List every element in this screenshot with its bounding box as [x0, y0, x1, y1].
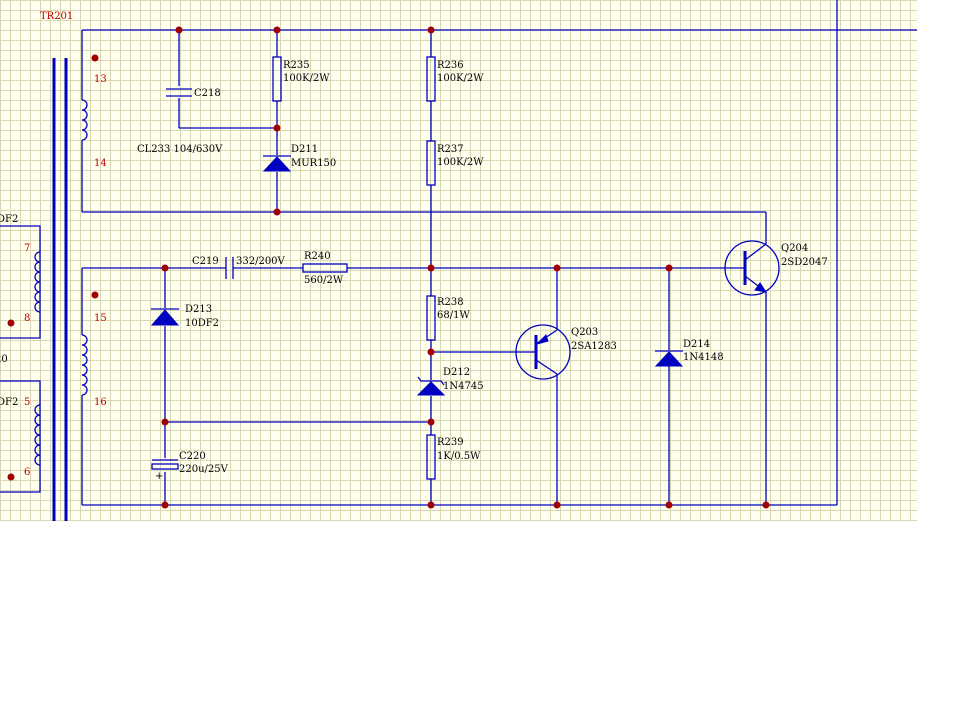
- winding-7-8: [34, 251, 41, 313]
- capacitor-c220: [151, 459, 179, 470]
- r237-ref: R237: [437, 144, 464, 155]
- d211-ref: D211: [291, 144, 318, 155]
- c220-value: 220u/25V: [179, 464, 229, 475]
- transformer-ref: TR201: [40, 11, 73, 22]
- cl233-label: CL233 104/630V: [137, 144, 223, 155]
- r240-value: 560/2W: [304, 275, 344, 286]
- diode-d213: [150, 308, 180, 326]
- resistor-r239: [426, 434, 436, 480]
- r235-ref: R235: [283, 60, 310, 71]
- r238-value: 68/1W: [437, 310, 470, 321]
- d213-value: 10DF2: [185, 318, 219, 329]
- diode-d214: [654, 350, 684, 367]
- d211-value: MUR150: [291, 158, 336, 169]
- capacitor-c219: [225, 257, 234, 279]
- r236-ref: R236: [437, 60, 464, 71]
- pin-7: 7: [24, 243, 30, 254]
- r240-ref: R240: [304, 251, 331, 262]
- d213-ref: D213: [185, 304, 212, 315]
- pin-13: 13: [94, 74, 107, 85]
- d212-ref: D212: [443, 367, 470, 378]
- resistor-r237: [426, 140, 436, 186]
- left-winding-top-label: DF2: [0, 214, 18, 225]
- transistor-q204: [724, 240, 780, 296]
- r238-ref: R238: [437, 297, 464, 308]
- r239-value: 1K/0.5W: [437, 451, 481, 462]
- winding-13-14: [81, 99, 88, 141]
- schematic-sheet: TR201 13 14 15 16 DF2 7 8 20 DF2 5 6 C21…: [0, 0, 917, 521]
- zener-d212: [416, 376, 446, 396]
- q203-value: 2SA1283: [571, 341, 617, 352]
- pin-15: 15: [94, 313, 107, 324]
- junction-dots: [7, 26, 770, 509]
- pin-6: 6: [24, 467, 30, 478]
- d214-value: 1N4148: [683, 352, 724, 363]
- r235-value: 100K/2W: [283, 73, 330, 84]
- pin-8: 8: [24, 313, 30, 324]
- r239-ref: R239: [437, 437, 464, 448]
- c219-value: 332/200V: [236, 256, 286, 267]
- d214-ref: D214: [683, 339, 710, 350]
- winding-15-16: [81, 334, 88, 396]
- c220-ref: C220: [179, 451, 206, 462]
- pin-5: 5: [24, 397, 30, 408]
- c218-ref: C218: [194, 88, 221, 99]
- diode-d211: [262, 155, 292, 172]
- left-winding-bot-label: DF2: [0, 397, 18, 408]
- pin-14: 14: [94, 158, 107, 169]
- schematic-canvas: TR201 13 14 15 16 DF2 7 8 20 DF2 5 6 C21…: [0, 0, 917, 521]
- q204-value: 2SD2047: [781, 257, 828, 268]
- r237-value: 100K/2W: [437, 157, 484, 168]
- q204-ref: Q204: [781, 243, 808, 254]
- q203-ref: Q203: [571, 327, 598, 338]
- c219-ref: C219: [192, 256, 219, 267]
- d212-value: 1N4745: [443, 381, 484, 392]
- resistor-r235: [272, 56, 282, 102]
- winding-5-6: [34, 404, 41, 466]
- resistor-r238: [426, 295, 436, 341]
- transistor-q203: [515, 324, 571, 380]
- c220-polarity: +: [155, 471, 163, 482]
- pin-16: 16: [94, 397, 107, 408]
- left-winding-mid-label: 20: [0, 354, 8, 365]
- r236-value: 100K/2W: [437, 73, 484, 84]
- resistor-r236: [426, 56, 436, 102]
- transformer-core: [52, 58, 68, 521]
- capacitor-c218: [166, 88, 192, 97]
- resistor-r240: [302, 263, 348, 273]
